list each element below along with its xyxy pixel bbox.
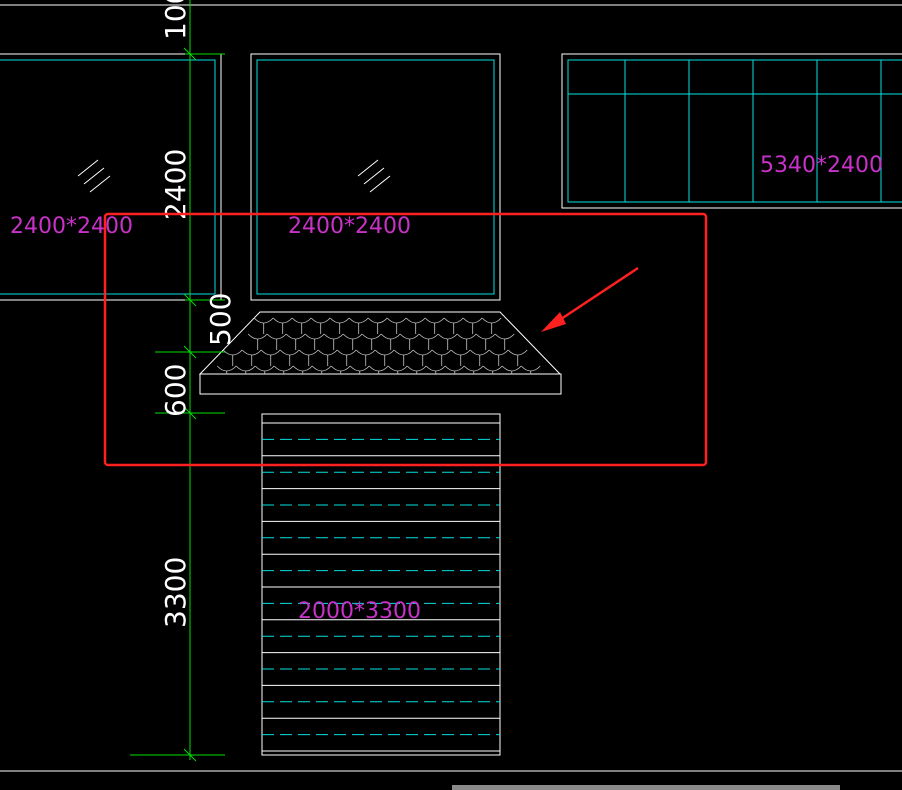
left-window-glass-mark — [77, 159, 111, 193]
roof-tile — [393, 349, 414, 356]
roof-tile — [336, 349, 357, 356]
roof-tile — [311, 365, 332, 372]
roof-tile — [368, 365, 389, 372]
roof-tile — [418, 333, 439, 340]
roof-tile — [216, 365, 237, 372]
roof-tile — [349, 365, 370, 372]
roof-tile — [463, 365, 484, 372]
roof-tile — [330, 365, 351, 372]
roof-tile — [380, 333, 401, 340]
roof-tile — [488, 349, 509, 356]
roof-tile — [469, 349, 490, 356]
roof-tile — [298, 349, 319, 356]
roof-tile — [222, 349, 243, 356]
dim-text-door-height: 3300 — [159, 557, 192, 628]
roof-tile — [475, 333, 496, 340]
roof-tile — [285, 333, 306, 340]
right-window-mullions — [568, 60, 902, 202]
roof-tile — [443, 317, 464, 324]
roof-tile — [266, 333, 287, 340]
roof-tile — [279, 349, 300, 356]
center-window — [250, 53, 501, 301]
roof-tile — [292, 365, 313, 372]
roof-tile — [462, 317, 483, 324]
roof-tile — [323, 333, 344, 340]
roof-tile — [329, 317, 350, 324]
roof-tile — [361, 333, 382, 340]
roof-tile — [304, 333, 325, 340]
roof-tile — [520, 365, 541, 372]
roof-tile — [367, 317, 388, 324]
dim-text-canopy-height: 500 — [204, 293, 237, 346]
right-window — [561, 53, 902, 209]
roof-tile — [247, 333, 268, 340]
roof-tile — [355, 349, 376, 356]
roof-tile — [501, 365, 522, 372]
roof-tile — [482, 365, 503, 372]
roof-tile — [444, 365, 465, 372]
roof-tile — [406, 365, 427, 372]
label-door: 2000*3300 — [298, 599, 421, 624]
door-slats — [262, 422, 500, 752]
pointer-arrow — [541, 266, 639, 332]
roof-tile — [481, 317, 502, 324]
horizontal-scrollbar[interactable] — [452, 785, 840, 790]
label-left-window: 2400*2400 — [10, 214, 133, 239]
roof-tile — [342, 333, 363, 340]
roof-tile — [456, 333, 477, 340]
roof-tile — [437, 333, 458, 340]
highlight-rectangle — [103, 212, 708, 467]
roof-tile — [374, 349, 395, 356]
door — [261, 413, 501, 756]
roof-tile — [399, 333, 420, 340]
roof-tile — [241, 349, 262, 356]
roof-tile — [386, 317, 407, 324]
roof-tile — [424, 317, 445, 324]
dim-text-window-height: 2400 — [159, 149, 192, 220]
roof-tile — [273, 365, 294, 372]
roof-tile — [291, 317, 312, 324]
roof-tile — [412, 349, 433, 356]
roof-tile — [253, 317, 274, 324]
roof-tile — [254, 365, 275, 372]
label-right-window: 5340*2400 — [760, 153, 883, 178]
dimension-chain — [130, 0, 225, 762]
roof-tile — [507, 349, 528, 356]
roof-tile — [425, 365, 446, 372]
dim-text-top-cut: 100 — [159, 0, 192, 40]
label-center-window: 2400*2400 — [288, 214, 411, 239]
tile-canopy — [198, 311, 562, 395]
roof-tile — [348, 317, 369, 324]
roof-tile — [260, 349, 281, 356]
roof-tile — [387, 365, 408, 372]
roof-tile — [431, 349, 452, 356]
roof-tile — [272, 317, 293, 324]
roof-tile — [450, 349, 471, 356]
center-window-glass-mark — [357, 159, 391, 193]
roof-tile — [494, 333, 515, 340]
dim-text-canopy-gap: 600 — [159, 364, 192, 417]
roof-tile — [235, 365, 256, 372]
roof-tile — [405, 317, 426, 324]
canopy-tiles — [216, 317, 541, 374]
roof-tile — [310, 317, 331, 324]
roof-tile — [317, 349, 338, 356]
